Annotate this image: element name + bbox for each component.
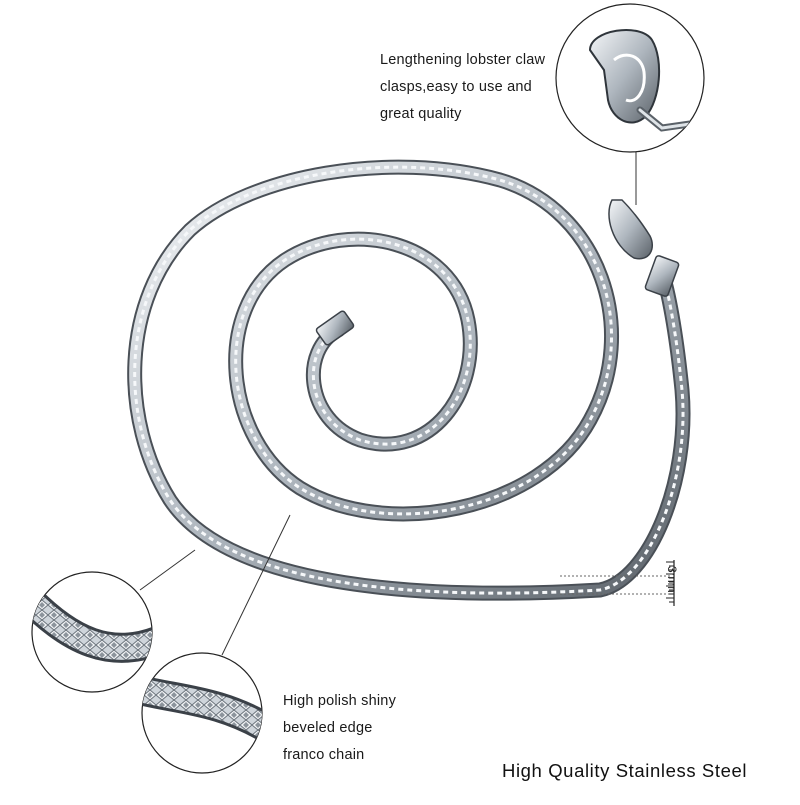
chain-description-line: beveled edge xyxy=(283,720,373,736)
chain-description-line: franco chain xyxy=(283,747,365,763)
clasp-zoom-circle xyxy=(555,3,705,153)
clasp-description-line: great quality xyxy=(380,106,462,122)
dimension-marker xyxy=(560,560,675,606)
footer-title: High Quality Stainless Steel xyxy=(502,760,748,781)
chain-closeup-icon xyxy=(142,675,262,745)
chain-description-line: High polish shiny xyxy=(283,693,397,709)
leader-lines xyxy=(139,152,637,656)
chain-zoom-circle-2 xyxy=(141,652,263,774)
chain-closeup-icon xyxy=(32,585,152,663)
clasp-description-line: clasps,easy to use and xyxy=(380,79,532,95)
lobster-clasp-icon xyxy=(588,28,694,132)
clasp-description: Lengthening lobster claw clasps,easy to … xyxy=(380,47,565,128)
chain-description: High polish shiny beveled edge franco ch… xyxy=(283,688,463,769)
lobster-clasp xyxy=(608,199,680,297)
clasp-description-line: Lengthening lobster claw xyxy=(380,52,546,68)
end-cap xyxy=(315,310,355,346)
chain-zoom-circle-1 xyxy=(31,571,153,693)
spiral-chain xyxy=(127,159,691,601)
dimension-label: 3mm xyxy=(665,566,679,593)
